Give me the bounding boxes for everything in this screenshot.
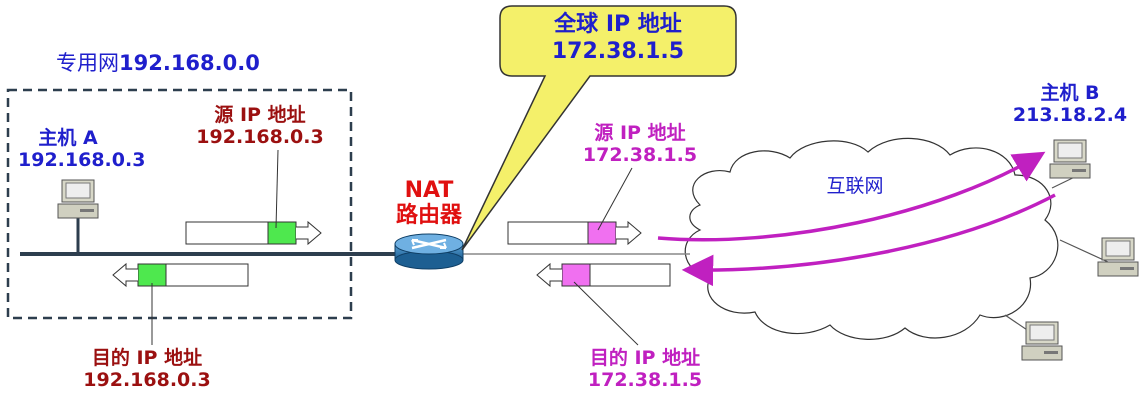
host-b-name: 主机 B (1040, 82, 1100, 104)
private-dst-label: 目的 IP 地址 192.168.0.3 (62, 347, 232, 391)
public-src-label: 源 IP 地址 172.38.1.5 (565, 122, 715, 166)
router-subtitle: 路由器 (395, 203, 462, 228)
packet-public-in (536, 262, 671, 288)
router-name: NAT (404, 178, 454, 203)
public-src-title: 源 IP 地址 (594, 122, 686, 144)
private-dst-title: 目的 IP 地址 (91, 347, 203, 369)
internet-label: 互联网 (826, 175, 884, 197)
packet-private-in (112, 262, 249, 288)
host-a-name: 主机 A (38, 127, 98, 149)
pointer-public-src (597, 167, 633, 231)
host-b-computer (1049, 139, 1091, 179)
nat-router-label: NAT 路由器 (374, 178, 484, 228)
public-dst-label: 目的 IP 地址 172.38.1.5 (560, 347, 730, 391)
pointer-public-dst (573, 281, 639, 346)
packet-public-out (507, 220, 642, 246)
private-src-title: 源 IP 地址 (214, 104, 306, 126)
private-network-boundary (6, 88, 353, 320)
public-dst-title: 目的 IP 地址 (589, 347, 701, 369)
internet-cloud (684, 137, 1059, 340)
inbound-traffic-arrow (681, 193, 1056, 287)
pointer-private-src (275, 149, 279, 229)
private-network-address: 192.168.0.0 (119, 51, 260, 75)
private-src-label: 源 IP 地址 192.168.0.3 (190, 104, 330, 148)
private-src-ip: 192.168.0.3 (196, 126, 324, 148)
global-ip-callout (461, 5, 737, 251)
callout-title: 全球 IP 地址 (554, 12, 682, 37)
nat-router-icon (394, 233, 464, 270)
packet-private-out (185, 220, 322, 246)
outbound-traffic-arrow (657, 151, 1046, 242)
callout-ip: 172.38.1.5 (551, 39, 685, 64)
private-network-name: 专用网 (56, 51, 119, 75)
public-src-ip: 172.38.1.5 (582, 144, 698, 166)
host-c-link (1059, 239, 1109, 263)
host-a-ip: 192.168.0.3 (18, 149, 146, 171)
private-dst-ip: 192.168.0.3 (83, 369, 211, 391)
host-b-ip: 213.18.2.4 (1012, 104, 1128, 126)
host-c-computer (1097, 237, 1139, 277)
host-b-label: 主机 B 213.18.2.4 (1005, 82, 1135, 126)
host-a-label: 主机 A 192.168.0.3 (18, 127, 146, 171)
private-network-label: 专用网192.168.0.0 (56, 51, 260, 75)
host-a-computer (57, 179, 99, 219)
host-d-computer (1021, 321, 1063, 361)
public-dst-ip: 172.38.1.5 (587, 369, 703, 391)
callout-label: 全球 IP 地址 172.38.1.5 (500, 11, 736, 65)
